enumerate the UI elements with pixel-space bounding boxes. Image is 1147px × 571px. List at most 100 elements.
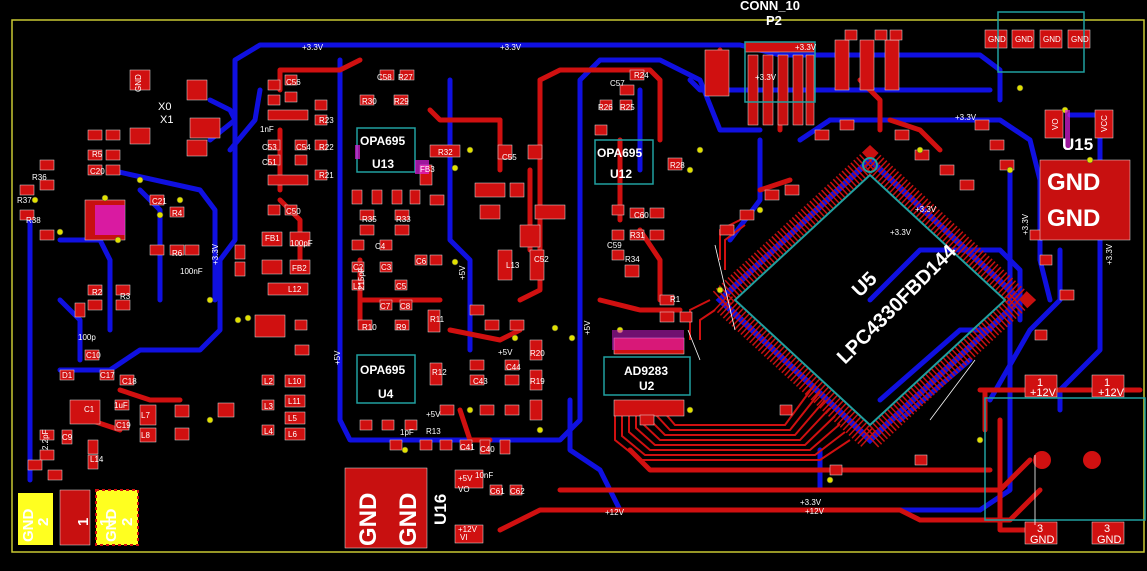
net-12v-u16: +12V <box>458 525 478 534</box>
ref: R12 <box>432 368 447 377</box>
value: 100nF <box>180 267 203 276</box>
u12-ref: U12 <box>610 167 632 181</box>
ref: C59 <box>607 241 622 250</box>
ref: R13 <box>426 427 441 436</box>
ref: R37 <box>17 196 32 205</box>
value: 1nF <box>260 125 274 134</box>
ref: C52 <box>534 255 549 264</box>
ref: C54 <box>296 143 311 152</box>
net-5v-c: +5V <box>583 320 592 335</box>
bl-pad-c-num: 1 <box>97 518 114 526</box>
ref: C61 <box>490 487 505 496</box>
ref: R32 <box>438 148 453 157</box>
ref: L10 <box>288 377 302 386</box>
ref: R9 <box>396 323 407 332</box>
ref: R1 <box>670 295 681 304</box>
ref: L4 <box>264 427 273 436</box>
ref: C51 <box>262 158 277 167</box>
gnd-header-2: GND <box>1015 35 1033 44</box>
net-33v-top-a: +3.3V <box>302 43 324 52</box>
ref: C2 <box>353 263 364 272</box>
ref: R28 <box>670 161 685 170</box>
ref: C3 <box>381 263 392 272</box>
u16-vi: VI <box>460 533 468 542</box>
ref: R26 <box>598 103 613 112</box>
ref: L2 <box>264 377 273 386</box>
ref: R19 <box>530 377 545 386</box>
ref: R2 <box>92 288 103 297</box>
ref: C57 <box>610 79 625 88</box>
ref: FB2 <box>292 264 307 273</box>
net-33v-mid-b: +3.3V <box>915 205 937 214</box>
ref: C56 <box>286 78 301 87</box>
ref: C6 <box>416 257 427 266</box>
bl-pad-a: GND <box>20 509 37 543</box>
value: 100p <box>78 333 96 342</box>
u2-ref: U2 <box>639 379 655 393</box>
u5-pads <box>703 144 1037 456</box>
value: 1uF <box>114 401 128 410</box>
silk-lines <box>687 244 1036 525</box>
ref: C41 <box>460 443 475 452</box>
ref: C55 <box>502 153 517 162</box>
net-33v-left: +3.3V <box>211 243 220 265</box>
bl-pad-d: GND <box>103 509 120 543</box>
net-gnd-x1: GND <box>134 74 143 92</box>
ref: R10 <box>362 323 377 332</box>
net-5v-u16: +5V <box>458 474 473 483</box>
u2-value: AD9283 <box>624 364 668 378</box>
ref: R36 <box>32 173 47 182</box>
gnd-header-3: GND <box>1043 35 1061 44</box>
ref: L6 <box>288 430 297 439</box>
bl-pad-b-num: 1 <box>75 518 92 526</box>
pc-pin1-b-net: +12V <box>1098 387 1125 399</box>
net-33v-mid-a: +3.3V <box>890 228 912 237</box>
net-33v-right-b: +3.3V <box>1105 243 1114 265</box>
u15-vo: VO <box>1051 118 1060 130</box>
ref: R6 <box>172 249 183 258</box>
ref: D1 <box>62 371 73 380</box>
ref: R35 <box>362 215 377 224</box>
gnd-header-4: GND <box>1071 35 1089 44</box>
u4-ref: U4 <box>378 387 394 401</box>
component-refs: C57 R24 R26 R25 C59 C60 R31 R34 R28 C58 … <box>17 71 685 496</box>
value: 100pF <box>290 239 313 248</box>
ref: R20 <box>530 349 545 358</box>
ref: C18 <box>122 377 137 386</box>
regulator-labels: GND GND VO VCC GND GND VO VI <box>355 115 1109 546</box>
value: 10nF <box>475 471 493 480</box>
ref: R31 <box>630 231 645 240</box>
u13-value: OPA695 <box>360 134 405 148</box>
u16-ref: U16 <box>431 494 450 525</box>
net-12v-b: +12V <box>805 507 825 516</box>
ref: C62 <box>510 487 525 496</box>
connector-labels: CONN_10 P2 X0 X1 <box>158 0 800 126</box>
u5-value: LPC4330FBD144 <box>833 240 962 369</box>
ref: R33 <box>396 215 411 224</box>
x1-ref-b: X1 <box>160 114 173 126</box>
pc-pin3-a: 3 <box>1037 523 1043 535</box>
net-33v-bottom: +3.3V <box>800 498 822 507</box>
ref: R3 <box>120 292 131 301</box>
ref: C17 <box>100 371 115 380</box>
ref: L13 <box>506 261 520 270</box>
ref: C43 <box>473 377 488 386</box>
u4-value: OPA695 <box>360 363 405 377</box>
ref: L1 <box>353 282 362 291</box>
net-labels: +3.3V +3.3V +3.3V +3.3V +3.3V +3.3V +3.3… <box>134 43 1114 534</box>
value: 1pF <box>400 428 414 437</box>
ref: FB3 <box>420 165 435 174</box>
bl-pad-d-num: 2 <box>119 518 136 526</box>
pc-pin1-a-net: +12V <box>1030 387 1057 399</box>
net-33v-mid-c: +3.3V <box>955 113 977 122</box>
pc-pin3-b: 3 <box>1104 523 1110 535</box>
ref: L11 <box>288 397 301 406</box>
u15-gnd-a: GND <box>1047 169 1100 196</box>
u12-value: OPA695 <box>597 146 642 160</box>
p2-ref: P2 <box>766 13 782 28</box>
ref: R30 <box>362 97 377 106</box>
u5-courtyard <box>733 157 1007 427</box>
x1-ref-a: X0 <box>158 101 171 113</box>
ref: L14 <box>90 455 104 464</box>
